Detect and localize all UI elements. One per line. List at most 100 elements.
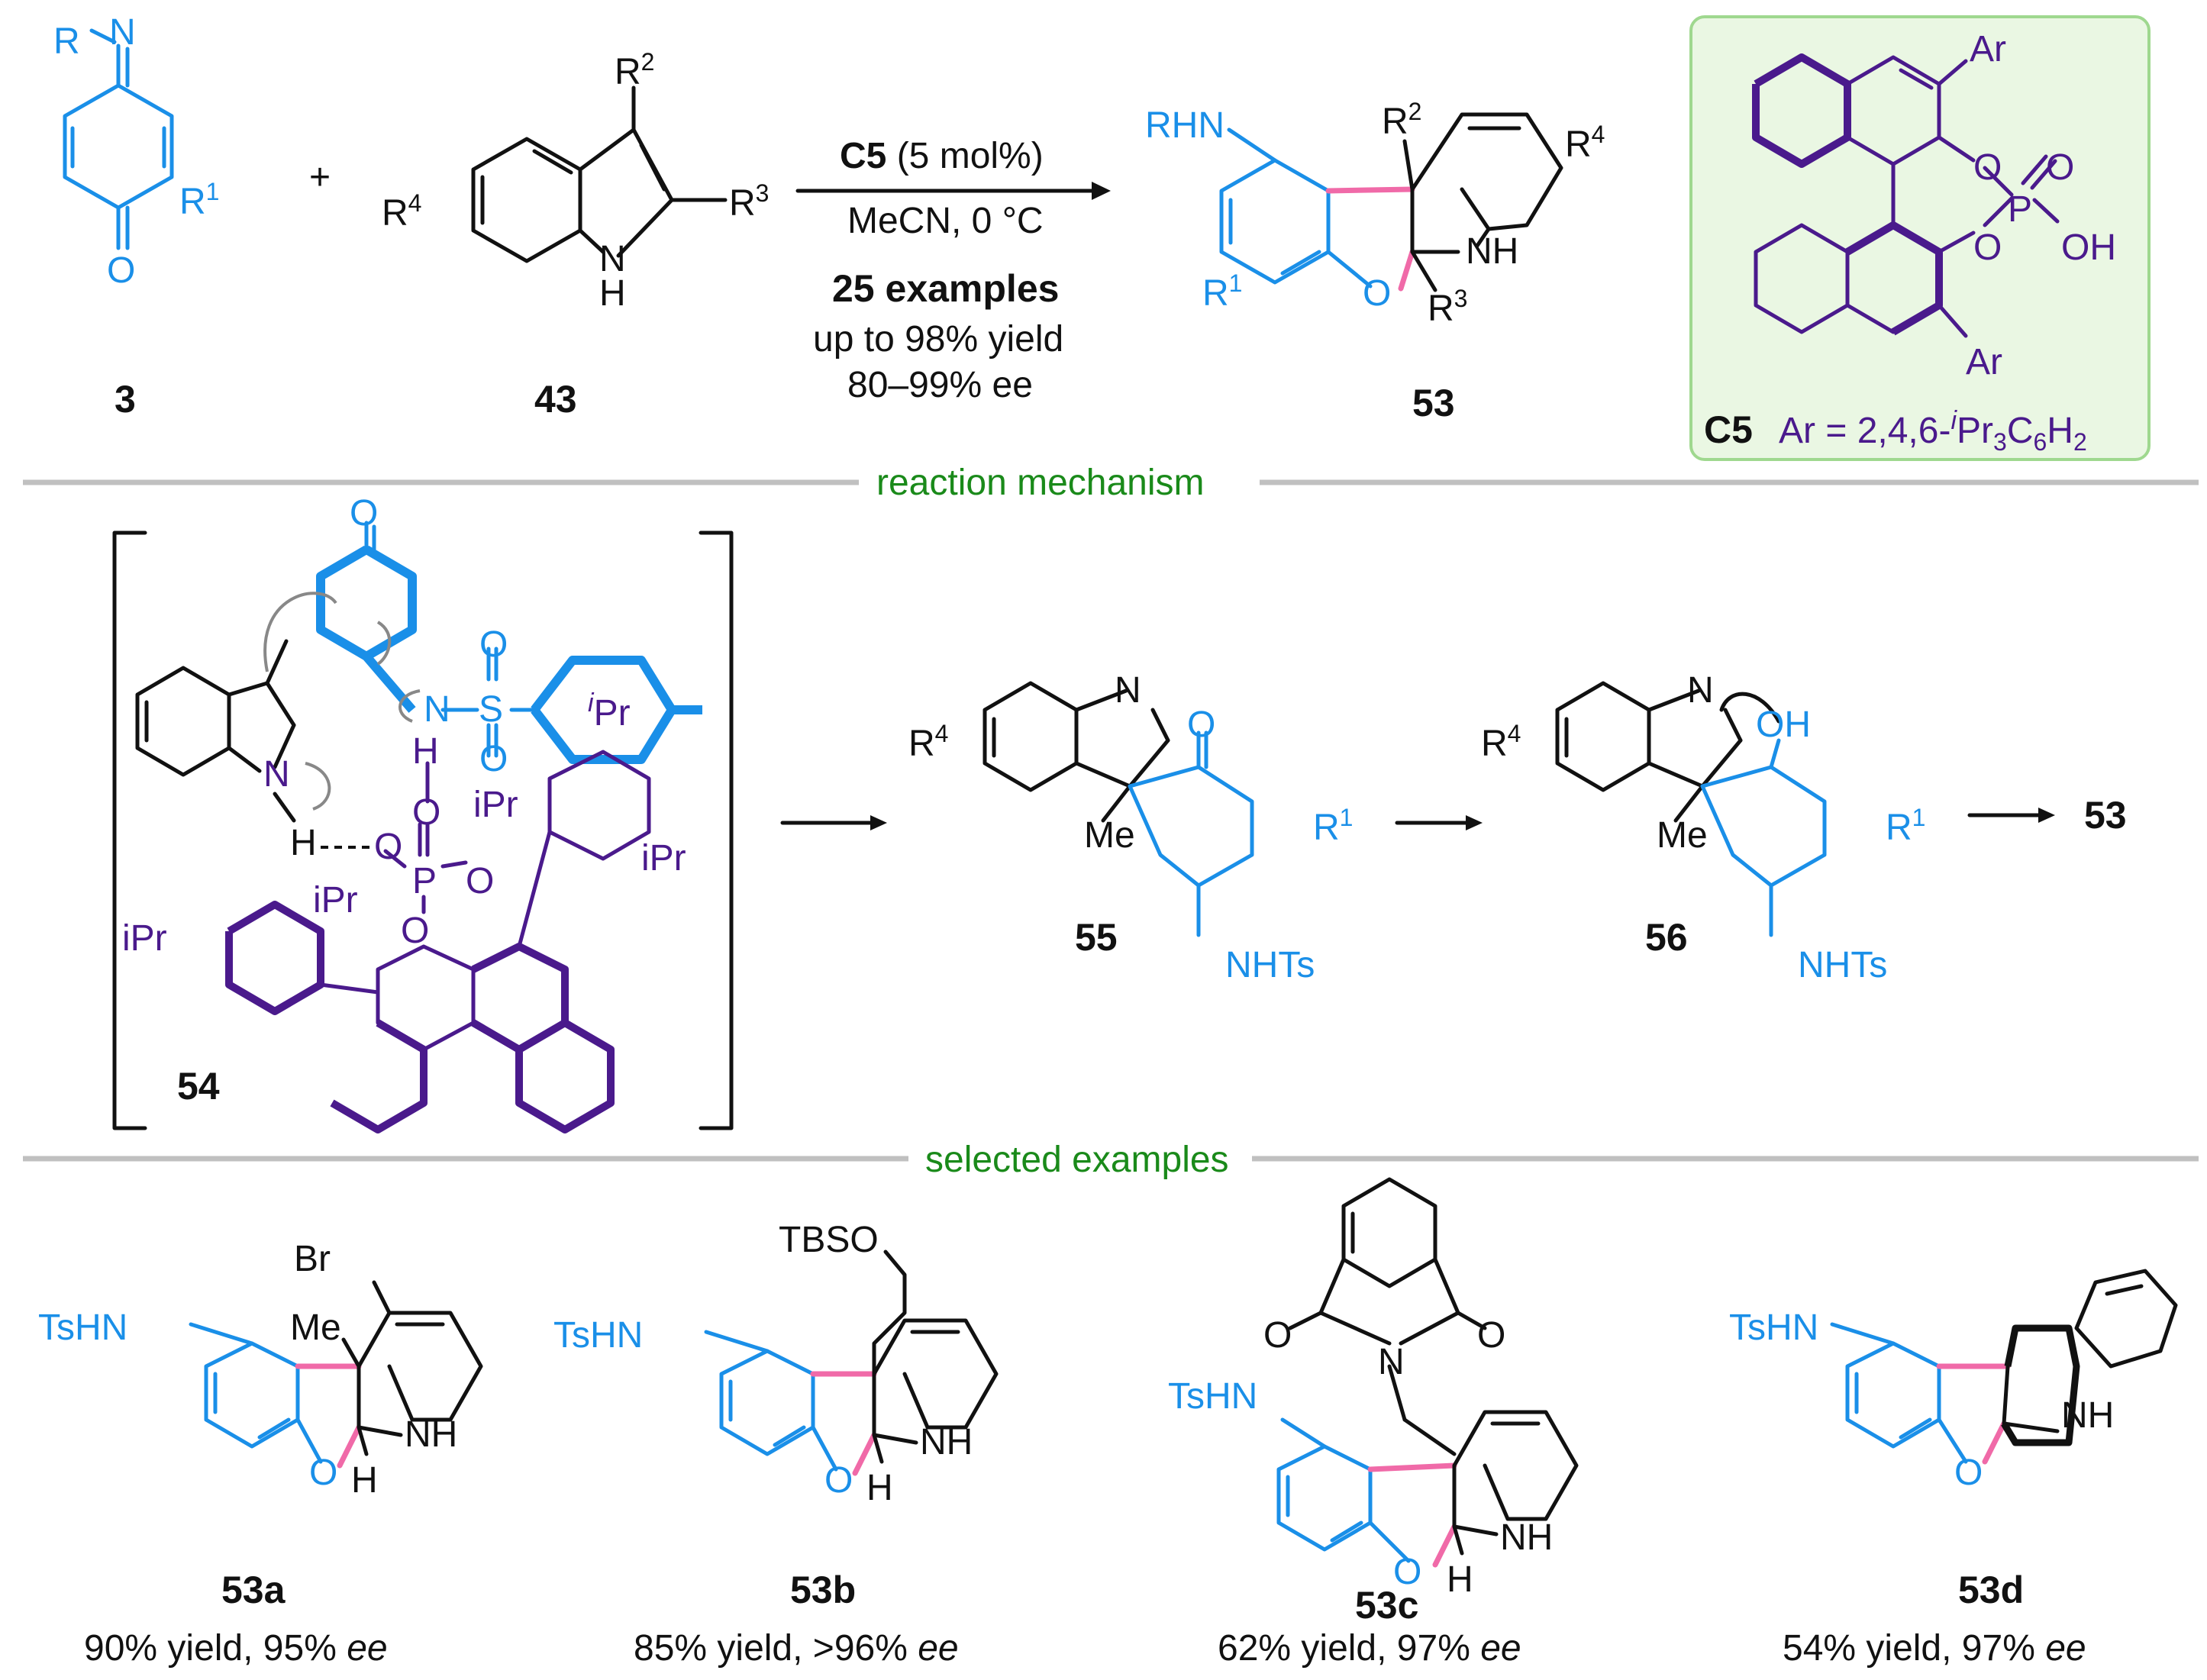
int56-me: Me bbox=[1657, 815, 1708, 856]
ar-definition: Ar = 2,4,6-iPr3C6H2 bbox=[1779, 406, 2087, 456]
ex53d-o: O bbox=[1954, 1453, 1983, 1493]
ts-sulfonyl-o2: O bbox=[479, 739, 508, 779]
product-53: RHN R2 R4 NH R1 O R3 53 bbox=[1145, 98, 1605, 424]
mechanism-arrowhead-3 bbox=[2038, 808, 2055, 823]
indole-h: H bbox=[599, 273, 626, 314]
conditions-ee: 80–99% ee bbox=[847, 365, 1033, 405]
phosphorus: P bbox=[2008, 189, 2032, 230]
ex53c-nh: NH bbox=[1500, 1517, 1553, 1558]
reactant-43: R2 R3 R4 N H 43 bbox=[382, 48, 769, 421]
ts-ipr-1: iPr bbox=[473, 785, 518, 825]
imine-n: N bbox=[109, 12, 136, 53]
ts-sulfur: S bbox=[479, 689, 503, 730]
int55-carbonyl-o: O bbox=[1187, 705, 1215, 745]
ts-sulfonyl-o1: O bbox=[479, 624, 508, 665]
intermediate-56: N R4 OH Me R1 NHTs 56 bbox=[1481, 670, 1925, 985]
ex53d-nh: NH bbox=[2061, 1395, 2114, 1436]
ts-tolyl-ipr: iPr bbox=[588, 688, 631, 734]
phosphate-o-double: O bbox=[2046, 147, 2074, 188]
int55-r1: R1 bbox=[1313, 804, 1353, 848]
example-53b: TsHN TBSO O NH H 53b 85% yield, >96% ee bbox=[553, 1220, 999, 1669]
compound-label-54: 54 bbox=[177, 1065, 220, 1108]
int55-nhts: NHTs bbox=[1225, 945, 1315, 985]
int56-r4: R4 bbox=[1481, 720, 1521, 764]
catalyst-c5-box: Ar Ar O O P O OH C5 Ar = 2,4,6-iPr3C6H2 bbox=[1689, 15, 2151, 461]
ex53c-tshn: TsHN bbox=[1168, 1376, 1257, 1417]
ex53a-tshn: TsHN bbox=[38, 1308, 127, 1348]
ex53b-tbso: TBSO bbox=[779, 1220, 879, 1260]
r2-group: R2 bbox=[615, 48, 654, 92]
ts-h-bond-h: H bbox=[412, 731, 439, 772]
int55-me: Me bbox=[1084, 815, 1135, 856]
ex53d-tshn: TsHN bbox=[1729, 1308, 1818, 1348]
ex53a-nh: NH bbox=[405, 1414, 457, 1455]
r-group: R bbox=[53, 21, 80, 62]
ts-ipr-4: iPr bbox=[122, 918, 167, 959]
ts-indole-n: N bbox=[263, 754, 290, 795]
conditions-examples: 25 examples bbox=[832, 267, 1059, 310]
section-title-mechanism: reaction mechanism bbox=[876, 463, 1205, 503]
ts-indole-h: H bbox=[290, 823, 317, 863]
ex53c-imide-o2: O bbox=[1477, 1315, 1505, 1356]
ex53a-h: H bbox=[351, 1460, 378, 1501]
ex53a-me: Me bbox=[290, 1308, 341, 1348]
rhn-group: RHN bbox=[1145, 105, 1224, 146]
int56-oh: OH bbox=[1756, 705, 1811, 745]
r2-group: R2 bbox=[1382, 98, 1421, 142]
ex53c-o: O bbox=[1393, 1552, 1421, 1592]
intermediate-55: N R4 O Me R1 NHTs 55 bbox=[908, 670, 1353, 985]
int56-nhts: NHTs bbox=[1798, 945, 1887, 985]
ex53a-o: O bbox=[309, 1453, 337, 1493]
ex53b-label: 53b bbox=[790, 1569, 856, 1611]
phosphate-o1: O bbox=[1973, 147, 2002, 188]
ex53c-h: H bbox=[1447, 1559, 1473, 1600]
compound-label-56: 56 bbox=[1645, 916, 1688, 959]
ts-ipr-2: iPr bbox=[641, 838, 686, 879]
ex53b-h: H bbox=[866, 1468, 893, 1508]
nh-group: NH bbox=[1466, 231, 1518, 272]
phosphate-oh: OH bbox=[2061, 227, 2116, 268]
int55-r4: R4 bbox=[908, 720, 948, 764]
compound-label-3: 3 bbox=[115, 378, 136, 421]
carbonyl-o: O bbox=[107, 250, 135, 291]
ts-p-oh: O bbox=[412, 792, 440, 833]
r3-group: R3 bbox=[1428, 285, 1467, 329]
reactant-3: R N R1 O 3 bbox=[53, 12, 219, 421]
int56-r1: R1 bbox=[1886, 804, 1925, 848]
r4-group: R4 bbox=[1565, 121, 1605, 165]
ex53c-label: 53c bbox=[1355, 1584, 1418, 1627]
ex53b-o: O bbox=[824, 1460, 853, 1501]
example-53d: TsHN O NH 53d 54% yield, 97% ee bbox=[1729, 1269, 2178, 1669]
ex53c-yield: 62% yield, 97% ee bbox=[1218, 1628, 1521, 1669]
indole-n: N bbox=[599, 239, 626, 279]
mechanism-arrowhead-1 bbox=[870, 815, 887, 830]
ex53b-nh: NH bbox=[920, 1422, 973, 1462]
ex53d-label: 53d bbox=[1958, 1569, 2024, 1611]
catalyst-label-c5: C5 bbox=[1704, 408, 1753, 451]
conditions-yield: up to 98% yield bbox=[813, 319, 1063, 360]
mechanism-arrowhead-2 bbox=[1466, 815, 1483, 830]
mechanism-final-product-53: 53 bbox=[2084, 794, 2127, 837]
transition-state-54: O N S O O iPr N H H O O P O O iPr iPr iP… bbox=[112, 493, 734, 1133]
int56-n: N bbox=[1687, 670, 1714, 711]
int55-n: N bbox=[1115, 670, 1141, 711]
ts-p-o: O bbox=[374, 827, 402, 867]
ts-ester-o1: O bbox=[466, 861, 494, 901]
r3-group: R3 bbox=[729, 179, 769, 224]
ts-phosphorus: P bbox=[412, 861, 437, 901]
ts-ester-o2: O bbox=[401, 911, 429, 951]
ts-sulfonyl-n: N bbox=[424, 689, 450, 730]
compound-label-55: 55 bbox=[1075, 916, 1118, 959]
ex53b-yield: 85% yield, >96% ee bbox=[634, 1628, 959, 1669]
conditions-solvent: MeCN, 0 °C bbox=[847, 201, 1044, 241]
ar-top: Ar bbox=[1970, 29, 2006, 69]
ts-quinone-o: O bbox=[350, 493, 378, 534]
ex53a-label: 53a bbox=[221, 1569, 286, 1611]
compound-label-43: 43 bbox=[534, 378, 577, 421]
ar-bottom: Ar bbox=[1966, 342, 2002, 382]
ex53a-yield: 90% yield, 95% ee bbox=[84, 1628, 388, 1669]
example-53a: TsHN Br Me O NH H 53a 90% yield, 95% ee bbox=[38, 1239, 483, 1669]
r1-group: R1 bbox=[179, 178, 219, 222]
ex53c-imide-o1: O bbox=[1263, 1315, 1292, 1356]
